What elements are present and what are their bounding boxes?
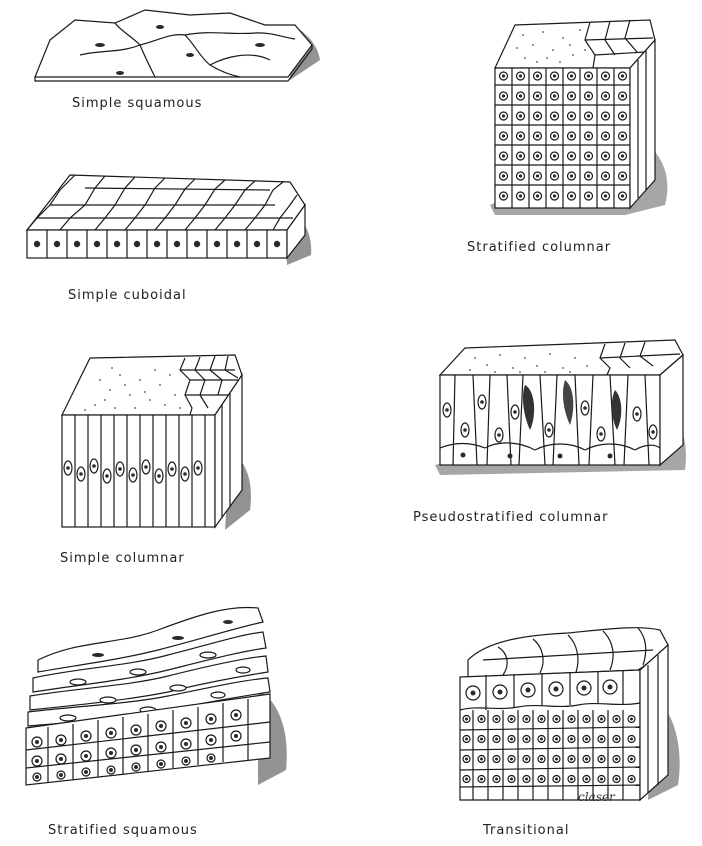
simple-cuboidal-illustration bbox=[15, 160, 315, 275]
label-pseudostratified-columnar: Pseudostratified columnar bbox=[413, 510, 608, 525]
label-stratified-squamous: Stratified squamous bbox=[48, 823, 198, 838]
simple-columnar-illustration bbox=[50, 350, 255, 540]
stratified-squamous-illustration bbox=[18, 600, 293, 800]
artist-signature: claser bbox=[578, 790, 615, 804]
label-stratified-columnar: Stratified columnar bbox=[467, 240, 611, 255]
label-transitional: Transitional bbox=[483, 823, 569, 838]
simple-squamous-illustration bbox=[20, 5, 320, 90]
label-simple-columnar: Simple columnar bbox=[60, 551, 185, 566]
pseudostratified-columnar-illustration bbox=[425, 330, 690, 490]
label-simple-cuboidal: Simple cuboidal bbox=[68, 288, 187, 303]
label-simple-squamous: Simple squamous bbox=[72, 96, 202, 111]
transitional-illustration bbox=[448, 615, 688, 815]
stratified-columnar-illustration bbox=[475, 10, 675, 220]
